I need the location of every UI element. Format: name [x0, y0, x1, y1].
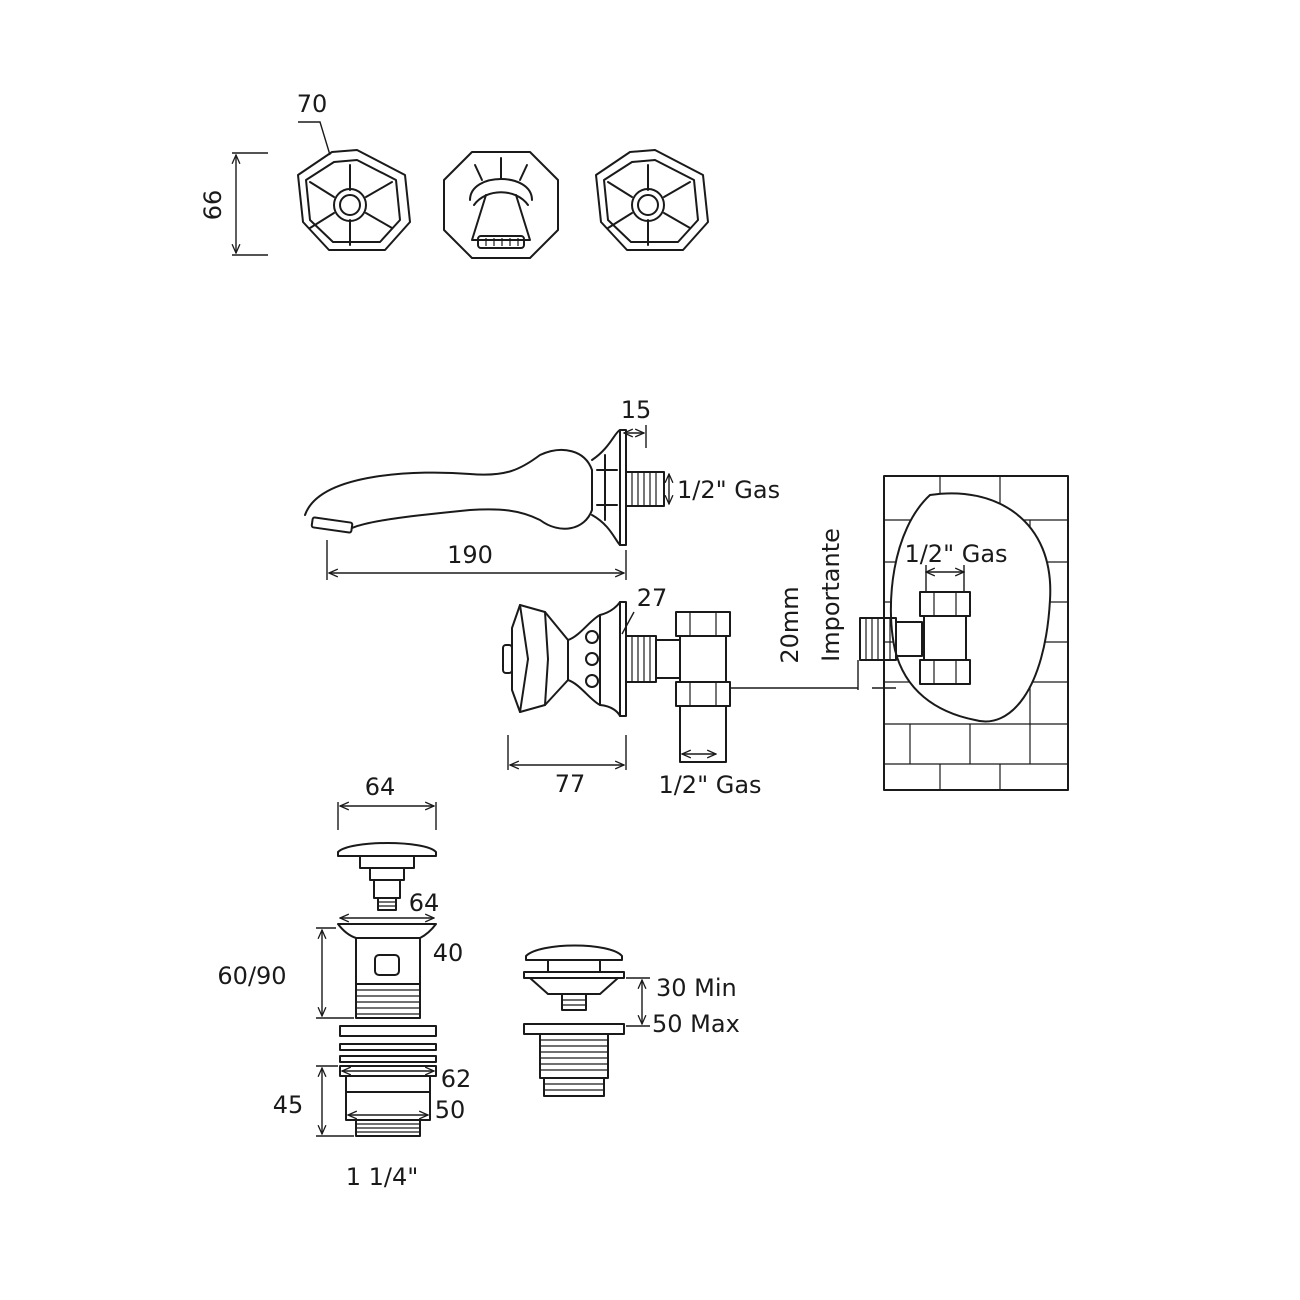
spout-side-view: 1/2" Gas 15 190 [304, 396, 780, 580]
label-valve-length: 77 [555, 770, 586, 798]
label-waste-tail-width: 50 [435, 1096, 466, 1124]
waste-exploded-view: 64 64 40 60/90 62 50 [217, 773, 471, 1191]
label-waste-thread: 1 1/4" [346, 1163, 419, 1191]
label-spout-connection: 1/2" Gas [677, 476, 780, 504]
label-waste-max: 50 Max [652, 1010, 740, 1038]
dimension-handle-width: 70 [297, 90, 331, 156]
label-waste-nut-width: 62 [441, 1065, 472, 1093]
label-handle-width: 70 [297, 90, 328, 118]
label-wall-connection: 1/2" Gas [904, 540, 1007, 568]
label-flange-depth: 15 [621, 396, 652, 424]
label-waste-lower-height: 45 [273, 1091, 304, 1119]
valve-side-view: 1/2" Gas 27 77 [502, 584, 858, 799]
dimension-handle-height: 66 [199, 152, 268, 256]
handle-front-left [297, 149, 411, 251]
waste-assembled-view: 30 Min 50 Max [523, 944, 740, 1097]
label-handle-height: 66 [199, 190, 227, 221]
label-waste-flange-width: 64 [409, 889, 440, 917]
label-waste-body-width: 40 [433, 939, 464, 967]
wall-section: 1/2" Gas Importante 20mm [776, 475, 1069, 791]
front-view-group: 66 70 [199, 90, 709, 259]
label-wall-note: Importante [817, 528, 845, 662]
label-spout-length: 190 [447, 541, 493, 569]
label-waste-min: 30 Min [656, 974, 737, 1002]
spout-front [443, 151, 559, 259]
label-wall-offset: 20mm [776, 586, 804, 663]
label-valve-connection: 1/2" Gas [658, 771, 761, 799]
handle-front-right [595, 149, 709, 251]
label-valve-flange: 27 [637, 584, 668, 612]
label-waste-cap-width: 64 [365, 773, 396, 801]
label-waste-height: 60/90 [217, 962, 286, 990]
